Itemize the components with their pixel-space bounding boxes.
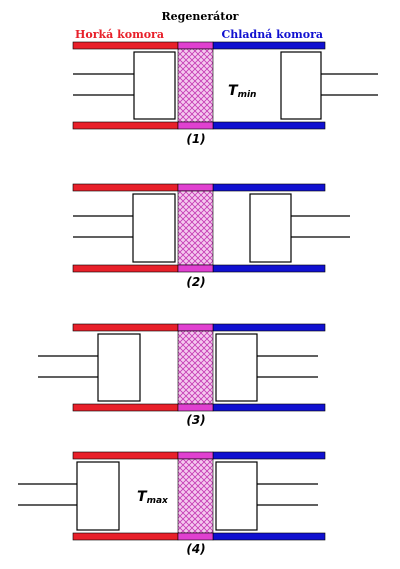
cold-wall-bottom [212, 403, 326, 412]
regenerator-cap-top [177, 183, 214, 192]
hot-chamber-label: Horká komora [75, 28, 164, 41]
regenerator [177, 48, 214, 123]
stage-3: (3) [38, 323, 326, 427]
cold-wall-top [212, 323, 326, 332]
regenerator-cap-bottom [177, 264, 214, 273]
hot-piston [38, 333, 141, 402]
cold-piston [215, 461, 318, 531]
stage-2: (2) [72, 183, 350, 289]
cold-wall-top [212, 183, 326, 192]
stage-4: Tmax (4) [18, 451, 326, 556]
stage-label: (1) [186, 132, 205, 146]
stage-label: (2) [186, 275, 205, 289]
hot-wall-bottom [72, 532, 179, 541]
temperature-label-max: Tmax [137, 489, 169, 506]
regenerator-cap-bottom [177, 532, 214, 541]
hot-wall-top [72, 183, 179, 192]
cold-piston [215, 333, 318, 402]
hot-wall-bottom [72, 403, 179, 412]
cold-wall-bottom [212, 532, 326, 541]
regenerator-cap-bottom [177, 403, 214, 412]
stage-label: (3) [186, 413, 205, 427]
stage-1: Tmin (1) [72, 41, 378, 146]
regenerator [177, 458, 214, 534]
hot-piston [73, 51, 176, 120]
temperature-label-min: Tmin [228, 83, 256, 100]
regenerator [177, 190, 214, 266]
cold-wall-bottom [212, 121, 326, 130]
hot-wall-top [72, 323, 179, 332]
regenerator-cap-top [177, 41, 214, 50]
hot-piston [73, 193, 176, 263]
cold-wall-top [212, 41, 326, 50]
cold-wall-bottom [212, 264, 326, 273]
regenerator-cap-top [177, 451, 214, 460]
hot-wall-bottom [72, 121, 179, 130]
cold-wall-top [212, 451, 326, 460]
cold-piston [249, 193, 350, 263]
hot-wall-top [72, 41, 179, 50]
regenerator-cap-bottom [177, 121, 214, 130]
hot-wall-top [72, 451, 179, 460]
regenerator [177, 330, 214, 405]
stage-label: (4) [186, 542, 205, 556]
hot-wall-bottom [72, 264, 179, 273]
regenerator-header-label: Regenerátor [162, 10, 239, 23]
cold-piston [280, 51, 378, 120]
cold-chamber-label: Chladná komora [221, 28, 323, 41]
hot-piston [18, 461, 120, 531]
regenerator-cap-top [177, 323, 214, 332]
